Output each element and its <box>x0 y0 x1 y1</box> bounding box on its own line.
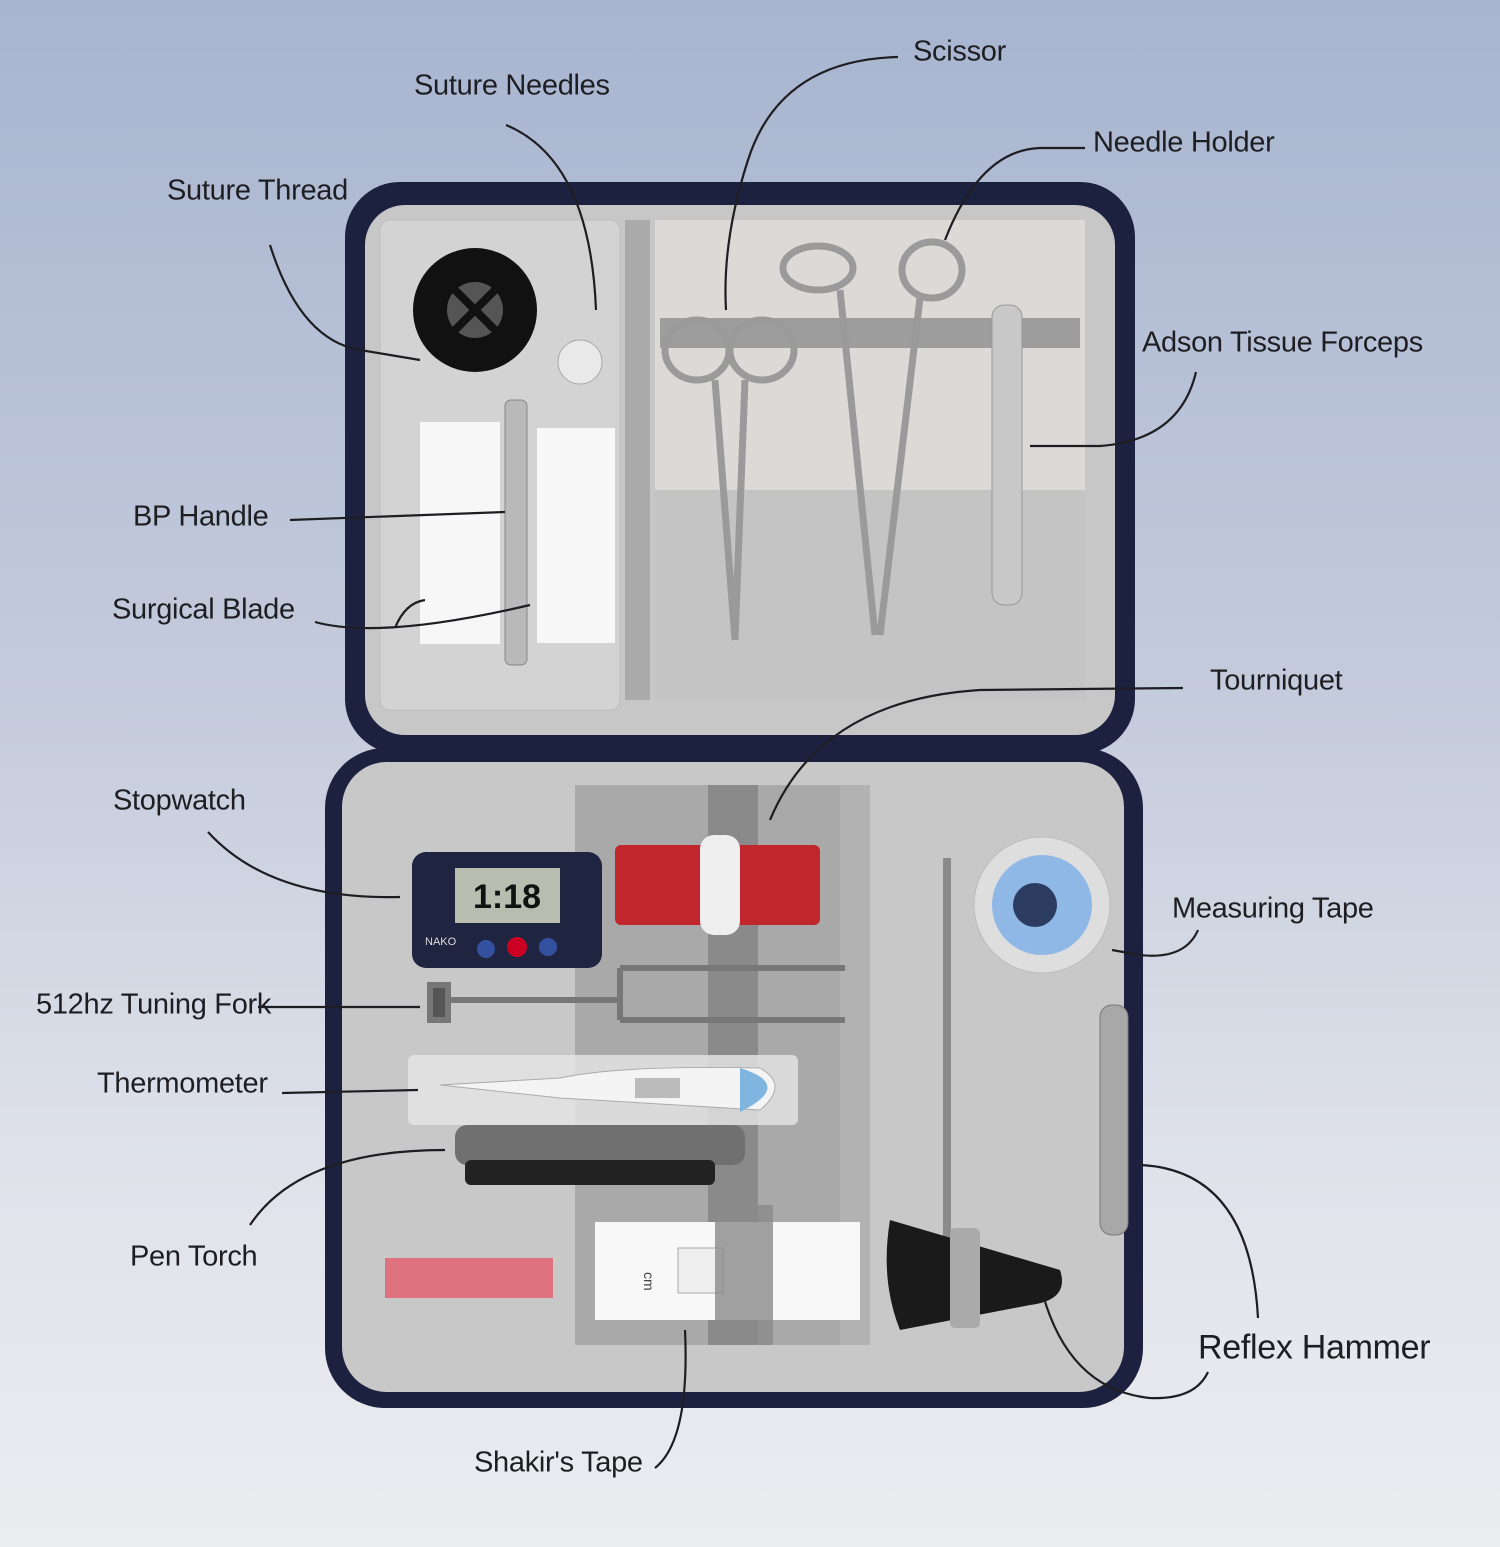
bp-handle <box>504 399 528 666</box>
label-pen-torch: Pen Torch <box>130 1240 258 1273</box>
leader-line-surgical-blade <box>314 598 531 630</box>
tuning-fork <box>427 965 845 1023</box>
stopwatch-brand: NAKO <box>425 936 457 948</box>
leader-line-pen-torch <box>249 1148 446 1226</box>
suture-thread-spool <box>413 248 537 372</box>
red-strip <box>385 1258 553 1298</box>
leader-line-shakirs-tape <box>654 1329 687 1469</box>
label-needle-holder: Needle Holder <box>1093 126 1275 159</box>
leader-line-reflex-hammer <box>1041 1163 1260 1400</box>
label-suture-needles: Suture Needles <box>414 69 610 102</box>
label-stopwatch: Stopwatch <box>113 784 246 817</box>
zipper-top <box>625 220 650 700</box>
pen-torch <box>455 1125 745 1165</box>
adson-forceps <box>991 304 1023 606</box>
surgical-blade-pack <box>420 422 500 644</box>
leader-line-scissor <box>724 55 899 311</box>
label-reflex-hammer: Reflex Hammer <box>1198 1328 1431 1367</box>
pen-torch-case <box>465 1160 715 1185</box>
measuring-tape <box>973 836 1111 974</box>
label-surgical-blade: Surgical Blade <box>112 593 295 626</box>
surgical-blade-pack <box>537 428 615 643</box>
label-tourniquet: Tourniquet <box>1210 664 1343 697</box>
stopwatch: 1:18 NAKO <box>412 852 602 968</box>
leader-line-thermometer <box>281 1088 419 1095</box>
label-thermometer: Thermometer <box>97 1067 268 1100</box>
needle-holder <box>779 238 966 636</box>
label-measuring-tape: Measuring Tape <box>1172 892 1374 925</box>
leader-line-bp-handle <box>289 510 506 522</box>
stopwatch-display: 1:18 <box>473 878 541 916</box>
label-tuning-fork: 512hz Tuning Fork <box>36 988 272 1021</box>
leader-line-measuring-tape <box>1111 929 1200 957</box>
leader-line-stopwatch <box>207 831 401 899</box>
reflex-hammer <box>886 858 1062 1330</box>
reflex-hammer-handle <box>1099 1004 1129 1236</box>
label-scissor: Scissor <box>913 35 1006 68</box>
leader-line-needle-holder <box>943 146 1085 241</box>
scissor <box>661 316 798 641</box>
tourniquet-buckle <box>700 835 740 935</box>
label-adson-forceps: Adson Tissue Forceps <box>1142 326 1423 359</box>
shakirs-tape: cm <box>595 1205 860 1345</box>
suture-needle-pack <box>557 339 603 385</box>
leader-line-suture-needles <box>505 123 598 311</box>
leader-line-suture-thread <box>268 244 421 362</box>
leader-line-tourniquet <box>768 686 1184 821</box>
label-suture-thread: Suture Thread <box>167 174 348 207</box>
shakirs-tape-unit: cm <box>641 1272 657 1291</box>
leader-line-adson <box>1030 371 1198 448</box>
label-bp-handle: BP Handle <box>133 500 269 533</box>
label-shakirs-tape: Shakir's Tape <box>474 1446 643 1479</box>
thermometer <box>408 1055 798 1125</box>
